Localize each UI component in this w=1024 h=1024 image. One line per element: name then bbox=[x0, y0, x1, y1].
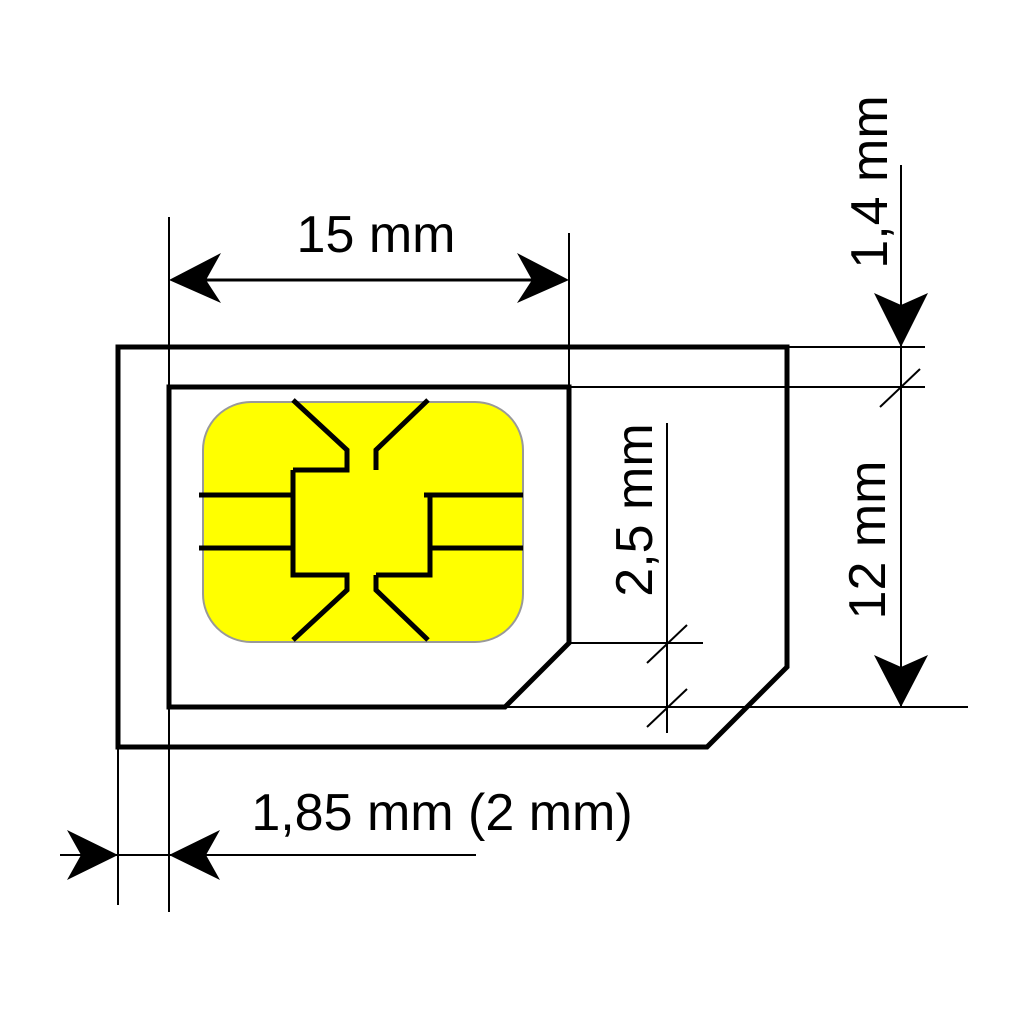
label-offset-1-85: 1,85 mm (2 mm) bbox=[251, 784, 632, 842]
chip-body bbox=[202, 401, 524, 643]
label-offset-1-4: 1,4 mm bbox=[841, 95, 899, 268]
dimension-offset-1-85 bbox=[60, 830, 476, 880]
dimension-ticks bbox=[646, 368, 921, 728]
dimension-height-12-arrow bbox=[874, 655, 928, 707]
label-width-15: 15 mm bbox=[297, 206, 456, 264]
extension-lines bbox=[117, 165, 968, 912]
dimension-offset-1-4-arrow bbox=[874, 293, 928, 347]
label-height-12: 12 mm bbox=[839, 461, 897, 620]
dimension-width-15 bbox=[169, 253, 569, 303]
chip-contact-lines bbox=[199, 398, 523, 642]
label-chamfer-2-5: 2,5 mm bbox=[606, 423, 664, 596]
chip-contact-pad bbox=[199, 398, 524, 643]
